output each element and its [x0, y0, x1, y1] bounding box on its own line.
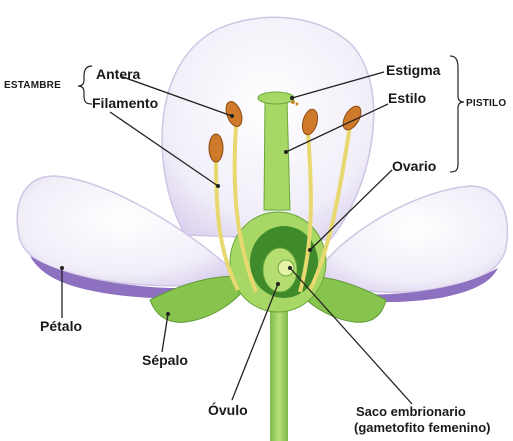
anther [209, 134, 223, 162]
ovule-label: Óvulo [208, 402, 248, 418]
stem [270, 300, 288, 441]
anther-label: Antera [96, 66, 140, 82]
embryo-sac-label: Saco embrionario [356, 404, 466, 420]
pistil-group-label: PISTILO [466, 96, 506, 112]
stamen-bracket [78, 66, 92, 104]
stamen-group-label: ESTAMBRE [4, 78, 61, 94]
pollen-grain [296, 103, 299, 106]
leader-sepal [162, 314, 168, 352]
filament-label: Filamento [92, 95, 158, 111]
stigma-label: Estigma [386, 62, 440, 78]
petal-label: Pétalo [40, 318, 82, 334]
sepal-label: Sépalo [142, 352, 188, 368]
pistil-stigma [258, 92, 294, 104]
style-label: Estilo [388, 90, 426, 106]
pistil-style [264, 100, 290, 210]
pistil-bracket [450, 56, 464, 172]
ovary-label: Ovario [392, 158, 436, 174]
pollen-grain [291, 100, 295, 104]
embryo-sac-sublabel: (gametofito femenino) [354, 420, 491, 436]
